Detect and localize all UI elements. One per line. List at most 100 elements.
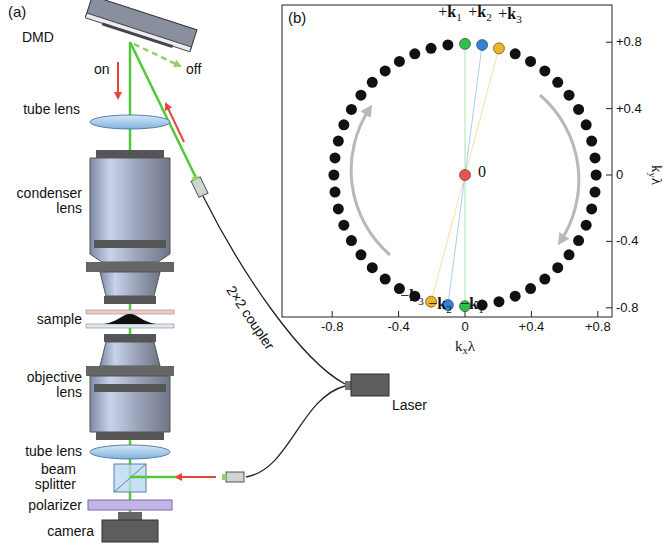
k-space-dot [338, 220, 349, 231]
k-space-dot [525, 56, 536, 67]
k-space-dot [493, 43, 504, 54]
k-space-dot [525, 283, 536, 294]
wavevector-label: +k1 [438, 3, 462, 21]
k-space-dot [328, 170, 339, 181]
k-space-dot [333, 136, 344, 147]
tick-mark [606, 42, 612, 43]
wavevector-label: −k2 [428, 295, 452, 313]
origin-label: 0 [478, 163, 486, 181]
k-space-dot [409, 48, 420, 59]
camera [102, 512, 158, 542]
k-space-dot [355, 90, 366, 101]
axis-label: kyλ [649, 165, 666, 185]
k-space-dot [394, 56, 405, 67]
beam-direction-arrow [176, 476, 216, 478]
tick-label: -0.8 [321, 320, 343, 334]
tick-label: +0.4 [616, 101, 642, 115]
k-space-dot [477, 39, 488, 50]
tick-mark [398, 311, 399, 317]
k-space-dot [338, 119, 349, 130]
tick-label: 0 [616, 168, 623, 182]
k-space-dot [329, 187, 340, 198]
k-space-dot [329, 152, 340, 163]
k-space-dot [346, 104, 357, 115]
k-space-dot [564, 249, 575, 260]
tick-mark [332, 311, 333, 317]
wavevector-line [465, 175, 466, 306]
k-space-dot [367, 262, 378, 273]
k-space-dot [552, 262, 563, 273]
k-space-dot [346, 235, 357, 246]
laser [345, 374, 389, 396]
k-space-dot [564, 90, 575, 101]
component-label: tube lens [8, 102, 80, 117]
component-label: DMD [22, 30, 54, 45]
wavevector-label: −k3 [400, 287, 424, 305]
tick-label: +0.4 [519, 320, 545, 334]
k-space-dot [590, 187, 601, 198]
component-label: camera [4, 524, 94, 539]
k-space-dot [355, 249, 366, 260]
tick-label: +0.8 [616, 35, 642, 49]
wavevector-line [448, 175, 465, 305]
axis-label: kxλ [455, 338, 475, 355]
component-label: beam splitter [4, 462, 76, 493]
k-space-dot [380, 65, 391, 76]
k-space-dot [581, 119, 592, 130]
k-space-dot [586, 203, 597, 214]
tick-mark [531, 311, 532, 317]
k-space-dot [591, 170, 602, 181]
rotation-arrow [351, 108, 390, 255]
beam-direction-arrow [117, 62, 119, 98]
wavevector-line [431, 175, 465, 302]
polarizer [88, 500, 172, 510]
tick-mark [606, 175, 612, 176]
wavevector-label: +k3 [498, 5, 522, 23]
k-space-dot [333, 203, 344, 214]
fiber-collimator [222, 472, 244, 482]
laser-beam [130, 476, 176, 479]
panel-label: (a) [8, 4, 26, 21]
k-space-dot [493, 296, 504, 307]
tick-mark [606, 241, 612, 242]
wavevector-label: −k1 [460, 295, 484, 313]
k-space-dot [539, 274, 550, 285]
beam-label: on [94, 62, 110, 77]
fiber-label: 2×2 coupler [223, 283, 277, 353]
panel-frame [282, 5, 612, 317]
k-space-dot [539, 65, 550, 76]
tick-label: -0.4 [616, 234, 638, 248]
tick-label: 0 [461, 320, 468, 334]
k-space-dot [590, 152, 601, 163]
k-space-dot [367, 77, 378, 88]
tube-lens [90, 115, 170, 129]
k-space-dot [552, 77, 563, 88]
tick-mark [606, 307, 612, 308]
component-label: condenser lens [4, 186, 82, 217]
wavevector-line [465, 45, 482, 175]
rotation-arrow [540, 95, 579, 242]
beam-label: off [186, 62, 201, 77]
k-space-dot [573, 104, 584, 115]
wavevector-line [465, 44, 466, 175]
axis-ticks [332, 42, 612, 317]
tick-label: -0.4 [387, 320, 409, 334]
k-space-dot [510, 48, 521, 59]
k-space-dot [586, 136, 597, 147]
k-space-dot [573, 235, 584, 246]
component-label: tube lens [4, 444, 82, 459]
k-space-dot [380, 274, 391, 285]
wavevector-label: +k2 [468, 3, 492, 21]
sample [86, 310, 174, 328]
component-label: polarizer [4, 498, 82, 513]
k-space-dot [426, 43, 437, 54]
tick-mark [606, 108, 612, 109]
k-space-dot [442, 39, 453, 50]
zero-order-dot [460, 170, 471, 181]
component-label: sample [4, 312, 82, 327]
tick-label: +0.8 [585, 320, 611, 334]
component-label: Laser [392, 398, 427, 413]
fiber-collimator [190, 174, 208, 197]
k-space-dot [460, 38, 471, 49]
